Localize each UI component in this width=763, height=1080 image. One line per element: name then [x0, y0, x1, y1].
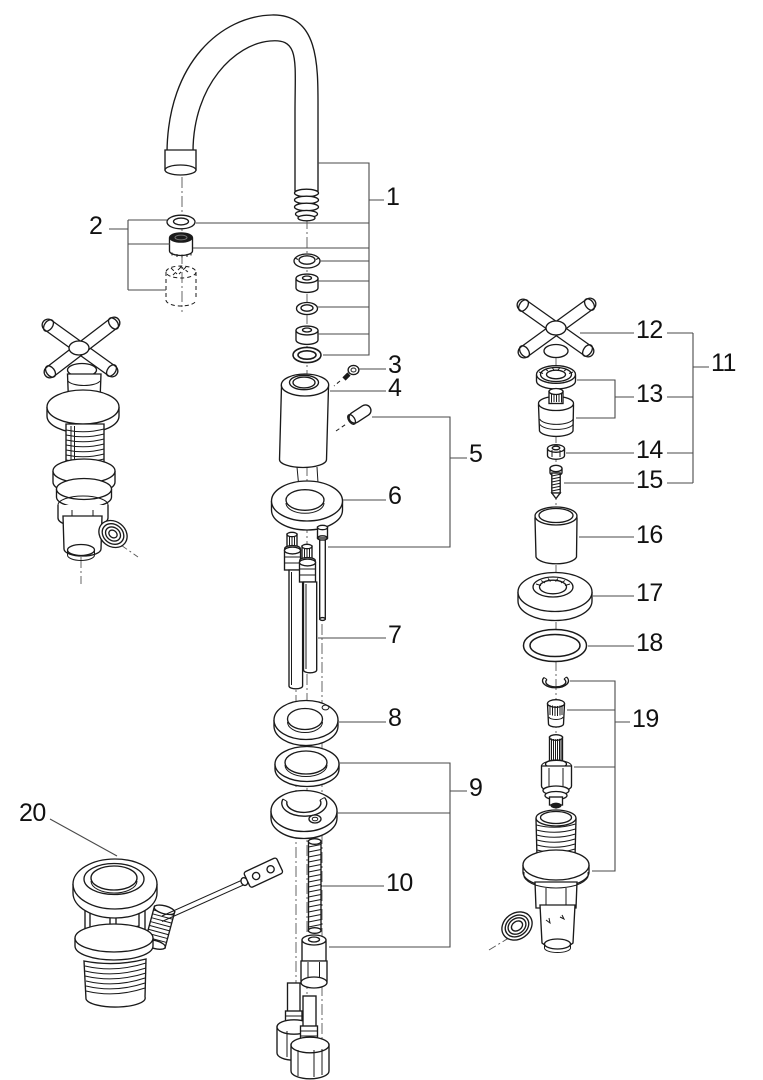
callout-20: 20	[19, 799, 46, 827]
aerator-housing	[165, 265, 197, 307]
bracket-1	[193, 162, 384, 356]
leader-20	[49, 818, 118, 857]
mounting-washer	[273, 699, 339, 747]
handle-screw	[549, 464, 563, 500]
left-valve-outlet	[98, 519, 128, 549]
callout-14: 14	[636, 436, 663, 464]
left-valve-assembly	[41, 316, 128, 561]
bracket-9	[329, 762, 467, 948]
callout-4: 4	[388, 374, 402, 402]
callout-12: 12	[636, 316, 663, 344]
callout-15: 15	[636, 466, 663, 494]
callout-7: 7	[388, 621, 402, 649]
callout-8: 8	[388, 704, 402, 732]
valve-sleeve	[534, 506, 578, 565]
spout-washer	[295, 301, 319, 316]
valve-flange	[517, 571, 593, 622]
spout-seal-ring	[293, 253, 321, 269]
callout-16: 16	[636, 521, 663, 549]
bracket-19	[567, 680, 630, 872]
callout-2: 2	[89, 212, 103, 240]
left-cross-handle	[41, 316, 121, 379]
handle-adapter	[537, 387, 575, 438]
bracket-5	[328, 416, 467, 548]
drain-assembly	[72, 858, 176, 1008]
mounting-base-ring	[270, 789, 338, 840]
spout	[164, 14, 320, 222]
bracket-11	[692, 333, 709, 483]
drain-pivot-rod	[161, 857, 284, 922]
callout-19: 19	[632, 705, 659, 733]
pivot-rod-clamp	[240, 857, 284, 888]
bracket-13	[576, 379, 693, 419]
retaining-ring	[541, 676, 570, 689]
callout-17: 17	[636, 579, 663, 607]
callout-1: 1	[386, 183, 400, 211]
callout-13: 13	[636, 380, 663, 408]
valve-o-ring	[522, 628, 588, 663]
right-valve-outlet	[501, 911, 533, 941]
set-screw	[333, 364, 360, 387]
handle-cap	[535, 365, 577, 390]
right-valve-body	[501, 809, 590, 953]
supply-hose-left	[283, 531, 304, 690]
mounting-cone-ring	[274, 745, 340, 788]
spout-o-ring	[292, 346, 322, 364]
lift-rod	[316, 524, 329, 622]
valve-cartridge	[540, 734, 573, 809]
callout-lines	[49, 162, 709, 948]
spout-nut-upper	[295, 273, 319, 294]
callout-6: 6	[388, 482, 402, 510]
supply-hose-right	[298, 543, 318, 674]
callout-11: 11	[711, 349, 736, 377]
aerator-insert	[168, 232, 194, 258]
escutcheon	[270, 480, 344, 531]
spline-adapter	[546, 699, 566, 728]
supply-end-right	[290, 995, 330, 1080]
callout-9: 9	[469, 774, 483, 802]
spout-nut-lower	[295, 325, 319, 346]
handle-nut	[546, 444, 566, 460]
spout-base	[278, 373, 330, 484]
mounting-pin	[335, 404, 372, 432]
coupling-nut	[300, 934, 328, 989]
callout-10: 10	[386, 869, 413, 897]
aerator-washer	[166, 214, 196, 230]
callout-18: 18	[636, 629, 663, 657]
callout-5: 5	[469, 440, 483, 468]
threaded-stud	[307, 838, 322, 934]
right-cross-handle	[516, 297, 597, 359]
bracket-2	[109, 219, 170, 291]
callout-3: 3	[388, 351, 402, 379]
